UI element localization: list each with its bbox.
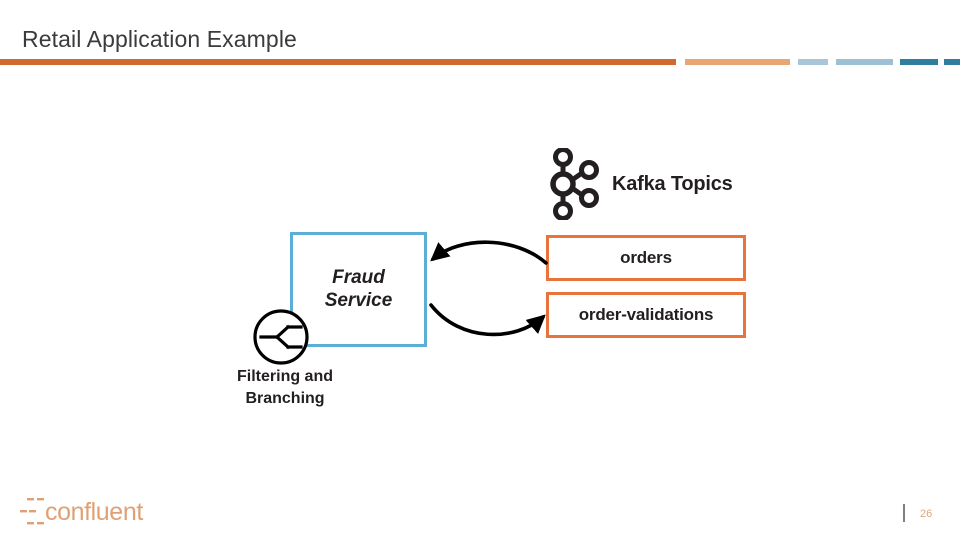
title-divider [0,59,960,66]
arrow-orders-to-fraud-service [430,240,548,265]
divider-segment-3 [836,59,893,65]
topic-label-order-validations: order-validations [578,305,714,324]
divider-segment-1 [685,59,790,65]
topic-box-order-validations[interactable]: order-validations [546,292,746,338]
kafka-topics-header: Kafka Topics [548,148,733,220]
filtering-branching-caption: Filtering and Branching [196,366,374,409]
topic-box-orders[interactable]: orders [546,235,746,281]
service-box-fraud-service[interactable]: Fraud Service [290,232,427,347]
footer-separator [903,504,905,522]
confluent-wordmark: confluent [45,498,143,526]
branch-caption-line2: Branching [245,389,325,407]
divider-segment-2 [798,59,828,65]
flow-arrows [429,240,548,337]
kafka-logo-icon [550,148,599,220]
service-label-line1: Fraud [332,267,385,289]
page-number: 26 [920,508,933,520]
divider-segment-5 [944,59,960,65]
branch-caption-line1: Filtering and [237,368,333,385]
service-label-line2: Service [324,289,393,311]
filtering-branching-icon [253,309,309,365]
kafka-topics-label: Kafka Topics [612,172,733,195]
divider-segment-4 [900,59,938,65]
confluent-logo: confluent [20,498,144,526]
arrow-fraud-service-to-order-validations [429,303,546,337]
topic-label-orders: orders [620,248,672,267]
page-title: Retail Application Example [22,26,297,52]
divider-segment-0 [0,59,676,65]
